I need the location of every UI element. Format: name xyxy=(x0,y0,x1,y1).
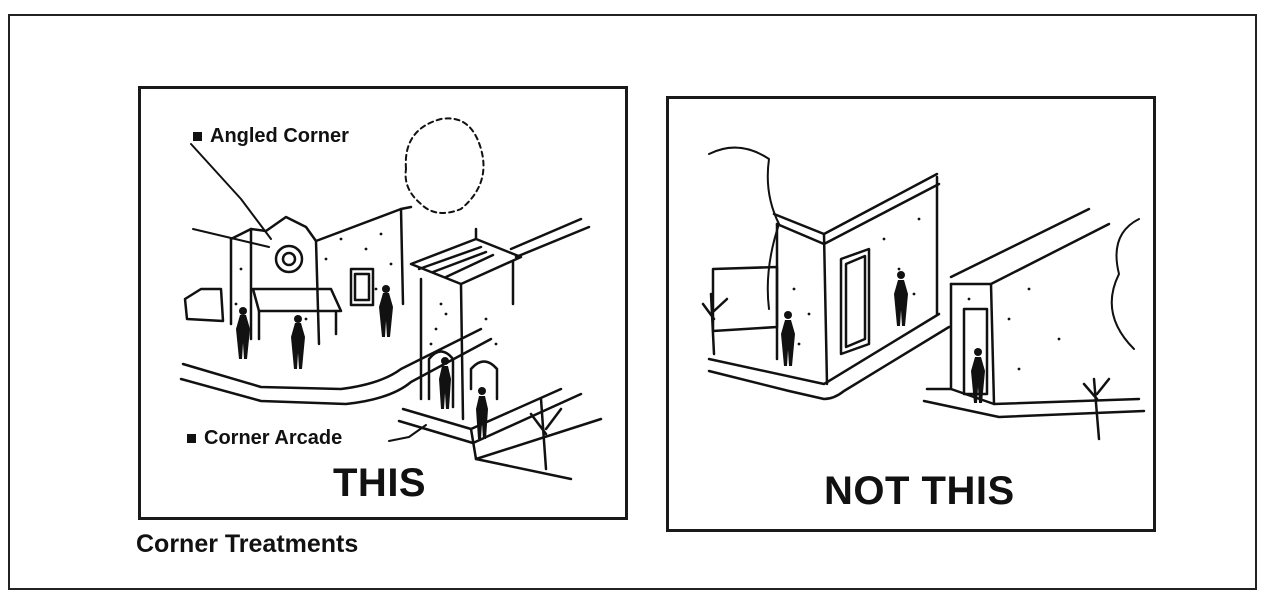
corner-treatment-illustration xyxy=(179,117,603,481)
panel-not-this: NOT THIS xyxy=(666,96,1156,532)
callout-label: Angled Corner xyxy=(210,125,349,147)
bullet-icon xyxy=(193,132,202,141)
panel-this: Angled Corner Corner Arcade THIS xyxy=(138,86,628,520)
callout-angled-corner: Angled Corner xyxy=(193,125,349,148)
bullet-icon xyxy=(187,434,196,443)
figure-frame xyxy=(8,14,1257,590)
plain-corner-illustration xyxy=(701,146,1146,441)
verdict-not-this: NOT THIS xyxy=(824,469,1015,513)
callout-corner-arcade: Corner Arcade xyxy=(187,427,342,450)
callout-label: Corner Arcade xyxy=(204,427,343,449)
figure-caption: Corner Treatments xyxy=(136,530,359,558)
verdict-this: THIS xyxy=(333,461,427,505)
